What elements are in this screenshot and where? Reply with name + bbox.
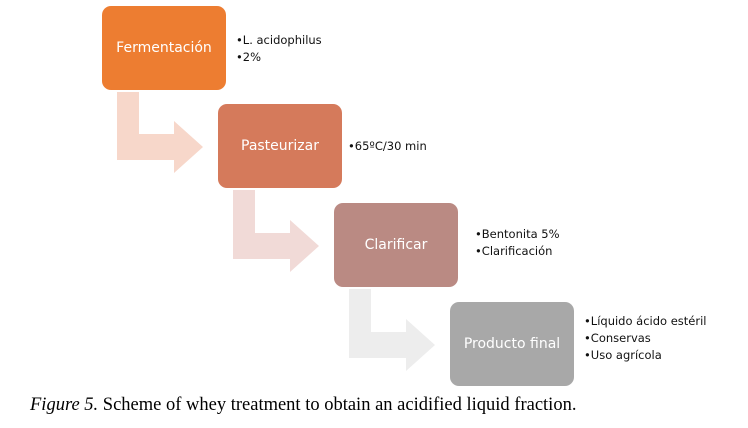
note-item: Conservas: [584, 330, 707, 347]
note-item: Clarificación: [475, 243, 560, 260]
figure-caption: Figure 5. Scheme of whey treatment to ob…: [30, 395, 576, 416]
figure-label: Figure 5.: [30, 395, 99, 415]
step-notes-clarificar: Bentonita 5% Clarificación: [475, 226, 560, 260]
step-producto-final: Producto final: [450, 302, 574, 386]
note-item: Uso agrícola: [584, 347, 707, 364]
step-pasteurizar: Pasteurizar: [218, 104, 342, 188]
note-item: L. acidophilus: [236, 32, 322, 49]
step-label: Fermentación: [116, 40, 212, 56]
note-item: 2%: [236, 49, 322, 66]
step-notes-producto-final: Líquido ácido estéril Conservas Uso agrí…: [584, 313, 707, 364]
step-clarificar: Clarificar: [334, 203, 458, 287]
step-label: Clarificar: [364, 237, 428, 253]
step-fermentacion: Fermentación: [102, 6, 226, 90]
note-item: 65ºC/30 min: [348, 138, 427, 155]
note-item: Líquido ácido estéril: [584, 313, 707, 330]
note-item: Bentonita 5%: [475, 226, 560, 243]
caption-text: Scheme of whey treatment to obtain an ac…: [102, 395, 577, 415]
step-label: Producto final: [463, 336, 561, 352]
connector-arrow-3: [349, 289, 435, 371]
step-notes-pasteurizar: 65ºC/30 min: [348, 138, 427, 155]
step-notes-fermentacion: L. acidophilus 2%: [236, 32, 322, 66]
connector-arrow-2: [233, 190, 319, 272]
step-label: Pasteurizar: [241, 138, 319, 154]
connector-arrow-1: [117, 92, 203, 173]
